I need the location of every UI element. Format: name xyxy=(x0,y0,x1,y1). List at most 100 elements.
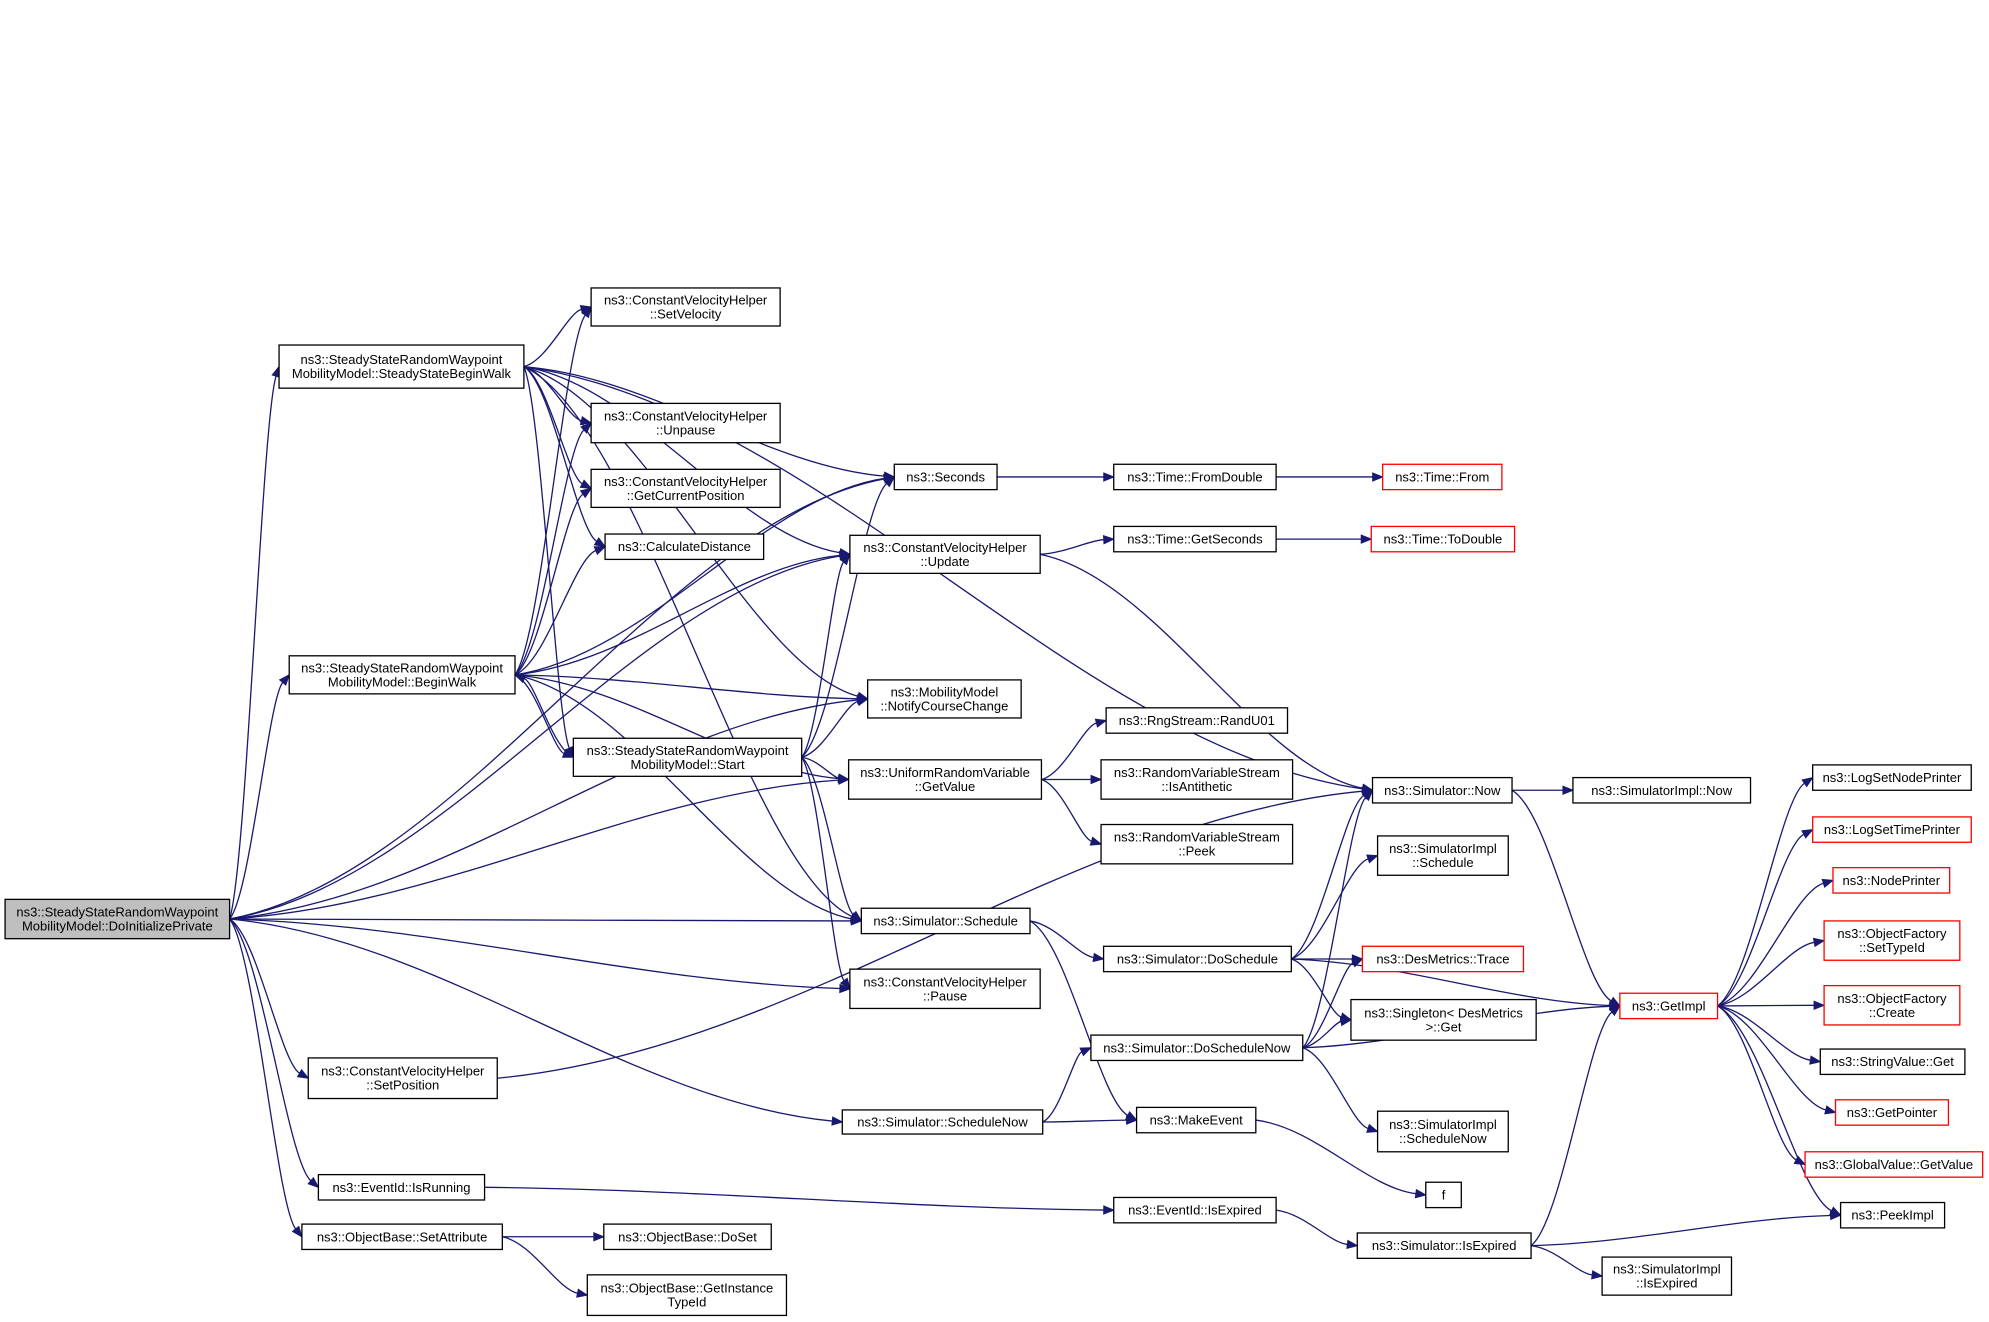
node-bw[interactable]: ns3::SteadyStateRandomWaypointMobilityMo… xyxy=(288,655,516,695)
node-label: ns3::ConstantVelocityHelper xyxy=(604,474,768,489)
node-doschedule[interactable]: ns3::Simulator::DoSchedule xyxy=(1102,945,1292,973)
node-doschednow[interactable]: ns3::Simulator::DoScheduleNow xyxy=(1090,1034,1304,1062)
node-label: ns3::EventId::IsRunning xyxy=(332,1180,470,1195)
node-singleton[interactable]: ns3::Singleton< DesMetrics>::Get xyxy=(1350,998,1537,1041)
node-peekimpl[interactable]: ns3::PeekImpl xyxy=(1839,1201,1946,1229)
edge-line xyxy=(801,756,845,982)
node-label: ns3::SteadyStateRandomWaypoint xyxy=(301,352,503,367)
edge-getimpl-globalget xyxy=(1717,1005,1807,1166)
node-getcur[interactable]: ns3::ConstantVelocityHelper::GetCurrentP… xyxy=(590,468,781,509)
node-globalget[interactable]: ns3::GlobalValue::GetValue xyxy=(1804,1151,1984,1178)
node-ssbw[interactable]: ns3::SteadyStateRandomWaypointMobilityMo… xyxy=(278,344,525,389)
node-fromdouble[interactable]: ns3::Time::FromDouble xyxy=(1113,463,1277,491)
edge-arrowhead xyxy=(579,479,593,489)
edge-arrowhead xyxy=(1102,534,1116,545)
edge-arrowhead xyxy=(856,696,869,707)
node-strget[interactable]: ns3::StringValue::Get xyxy=(1819,1048,1966,1076)
node-box xyxy=(1572,776,1752,804)
node-getimpl[interactable]: ns3::GetImpl xyxy=(1619,992,1719,1020)
edge-root-isrunning xyxy=(229,918,320,1189)
node-logtime[interactable]: ns3::LogSetTimePrinter xyxy=(1812,816,1972,843)
node-seconds[interactable]: ns3::Seconds xyxy=(893,463,998,491)
node-getpointer[interactable]: ns3::GetPointer xyxy=(1834,1099,1950,1126)
node-start[interactable]: ns3::SteadyStateRandomWaypointMobilityMo… xyxy=(572,737,803,777)
edge-getseconds-todouble xyxy=(1276,534,1373,544)
node-label: ns3::ObjectBase::DoSet xyxy=(618,1229,757,1244)
node-trace[interactable]: ns3::DesMetrics::Trace xyxy=(1361,945,1525,973)
node-f[interactable]: f xyxy=(1425,1181,1462,1209)
node-simexpired[interactable]: ns3::Simulator::IsExpired xyxy=(1356,1232,1532,1259)
node-from[interactable]: ns3::Time::From xyxy=(1382,463,1503,491)
edge-bw-getcur xyxy=(514,487,593,676)
node-setpos[interactable]: ns3::ConstantVelocityHelper::SetPosition xyxy=(307,1057,498,1100)
node-notify[interactable]: ns3::MobilityModel::NotifyCourseChange xyxy=(867,679,1022,719)
edge-getimpl-getpointer xyxy=(1717,1005,1837,1115)
node-todouble[interactable]: ns3::Time::ToDouble xyxy=(1370,525,1516,553)
node-label: ns3::ConstantVelocityHelper xyxy=(604,409,768,424)
node-setattr[interactable]: ns3::ObjectBase::SetAttribute xyxy=(301,1223,503,1251)
edge-line xyxy=(1717,1005,1797,1161)
edge-line xyxy=(523,366,570,749)
node-isanti[interactable]: ns3::RandomVariableStream::IsAntithetic xyxy=(1100,759,1294,800)
edge-arrowhead xyxy=(291,1225,303,1238)
node-schedule[interactable]: ns3::Simulator::Schedule xyxy=(860,907,1031,935)
edge-arrowhead xyxy=(1103,1205,1116,1215)
node-label: ns3::GlobalValue::GetValue xyxy=(1815,1157,1974,1172)
edge-line xyxy=(523,365,859,697)
edge-arrowhead xyxy=(1801,828,1814,839)
node-peek[interactable]: ns3::RandomVariableStream::Peek xyxy=(1100,823,1294,865)
node-label: ns3::ObjectBase::SetAttribute xyxy=(317,1229,488,1244)
node-isexpired[interactable]: ns3::EventId::IsExpired xyxy=(1113,1196,1277,1224)
node-makeevent[interactable]: ns3::MakeEvent xyxy=(1135,1106,1257,1134)
edge-arrowhead xyxy=(1591,1270,1604,1280)
node-root[interactable]: ns3::SteadyStateRandomWaypointMobilityMo… xyxy=(4,898,231,940)
edge-root-setpos xyxy=(229,918,310,1079)
edge-root-getvalue xyxy=(229,775,850,920)
node-schednow[interactable]: ns3::Simulator::ScheduleNow xyxy=(841,1109,1044,1135)
node-nodeprinter[interactable]: ns3::NodePrinter xyxy=(1832,867,1951,894)
edge-arrowhead xyxy=(1829,1206,1842,1216)
node-getvalue[interactable]: ns3::UniformRandomVariable::GetValue xyxy=(847,759,1043,800)
node-simnow[interactable]: ns3::Simulator::Now xyxy=(1371,776,1513,804)
node-label: MobilityModel::BeginWalk xyxy=(328,674,477,689)
node-isrunning[interactable]: ns3::EventId::IsRunning xyxy=(317,1173,486,1201)
node-randu01[interactable]: ns3::RngStream::RandU01 xyxy=(1105,707,1289,734)
node-pause[interactable]: ns3::ConstantVelocityHelper::Pause xyxy=(849,968,1041,1010)
node-label: ns3::LogSetNodePrinter xyxy=(1823,770,1962,785)
edge-arrowhead xyxy=(307,1176,320,1189)
nodes-layer: ns3::SteadyStateRandomWaypointMobilityMo… xyxy=(4,287,1984,1317)
node-implsched[interactable]: ns3::SimulatorImpl::Schedule xyxy=(1376,835,1509,876)
edge-arrowhead xyxy=(278,673,291,686)
edge-arrowhead xyxy=(1090,774,1103,785)
node-implexpired[interactable]: ns3::SimulatorImpl::IsExpired xyxy=(1601,1256,1733,1296)
node-setvel[interactable]: ns3::ConstantVelocityHelper::SetVelocity xyxy=(590,287,781,327)
edge-arrowhead xyxy=(1824,1105,1837,1115)
node-lognode[interactable]: ns3::LogSetNodePrinter xyxy=(1812,764,1972,791)
node-create[interactable]: ns3::ObjectFactory::Create xyxy=(1823,984,1961,1026)
node-box xyxy=(1382,463,1503,491)
edge-line xyxy=(229,918,297,1230)
edge-arrowhead xyxy=(296,1068,310,1079)
edge-bw-setvel xyxy=(514,305,592,676)
node-settypeid[interactable]: ns3::ObjectFactory::SetTypeId xyxy=(1823,920,1961,961)
node-label: ns3::Simulator::IsExpired xyxy=(1372,1238,1517,1253)
edge-line xyxy=(229,779,839,920)
node-doset[interactable]: ns3::ObjectBase::DoSet xyxy=(603,1223,772,1251)
node-label: ns3::ConstantVelocityHelper xyxy=(604,292,768,307)
node-getseconds[interactable]: ns3::Time::GetSeconds xyxy=(1113,525,1277,553)
node-update[interactable]: ns3::ConstantVelocityHelper::Update xyxy=(849,534,1041,575)
node-unpause[interactable]: ns3::ConstantVelocityHelper::Unpause xyxy=(590,402,781,444)
node-box xyxy=(1371,776,1513,804)
edge-line xyxy=(1530,1245,1593,1276)
node-label: ::IsExpired xyxy=(1636,1276,1697,1291)
edge-line xyxy=(229,699,858,920)
edge-doschedule-implsched xyxy=(1291,854,1379,960)
edge-line xyxy=(1717,941,1815,1007)
node-calcdist[interactable]: ns3::CalculateDistance xyxy=(604,533,765,561)
node-implschednow[interactable]: ns3::SimulatorImpl::ScheduleNow xyxy=(1376,1110,1509,1153)
node-implnow[interactable]: ns3::SimulatorImpl::Now xyxy=(1572,776,1752,804)
node-label: ns3::Time::FromDouble xyxy=(1127,469,1262,484)
node-box xyxy=(1425,1181,1462,1209)
